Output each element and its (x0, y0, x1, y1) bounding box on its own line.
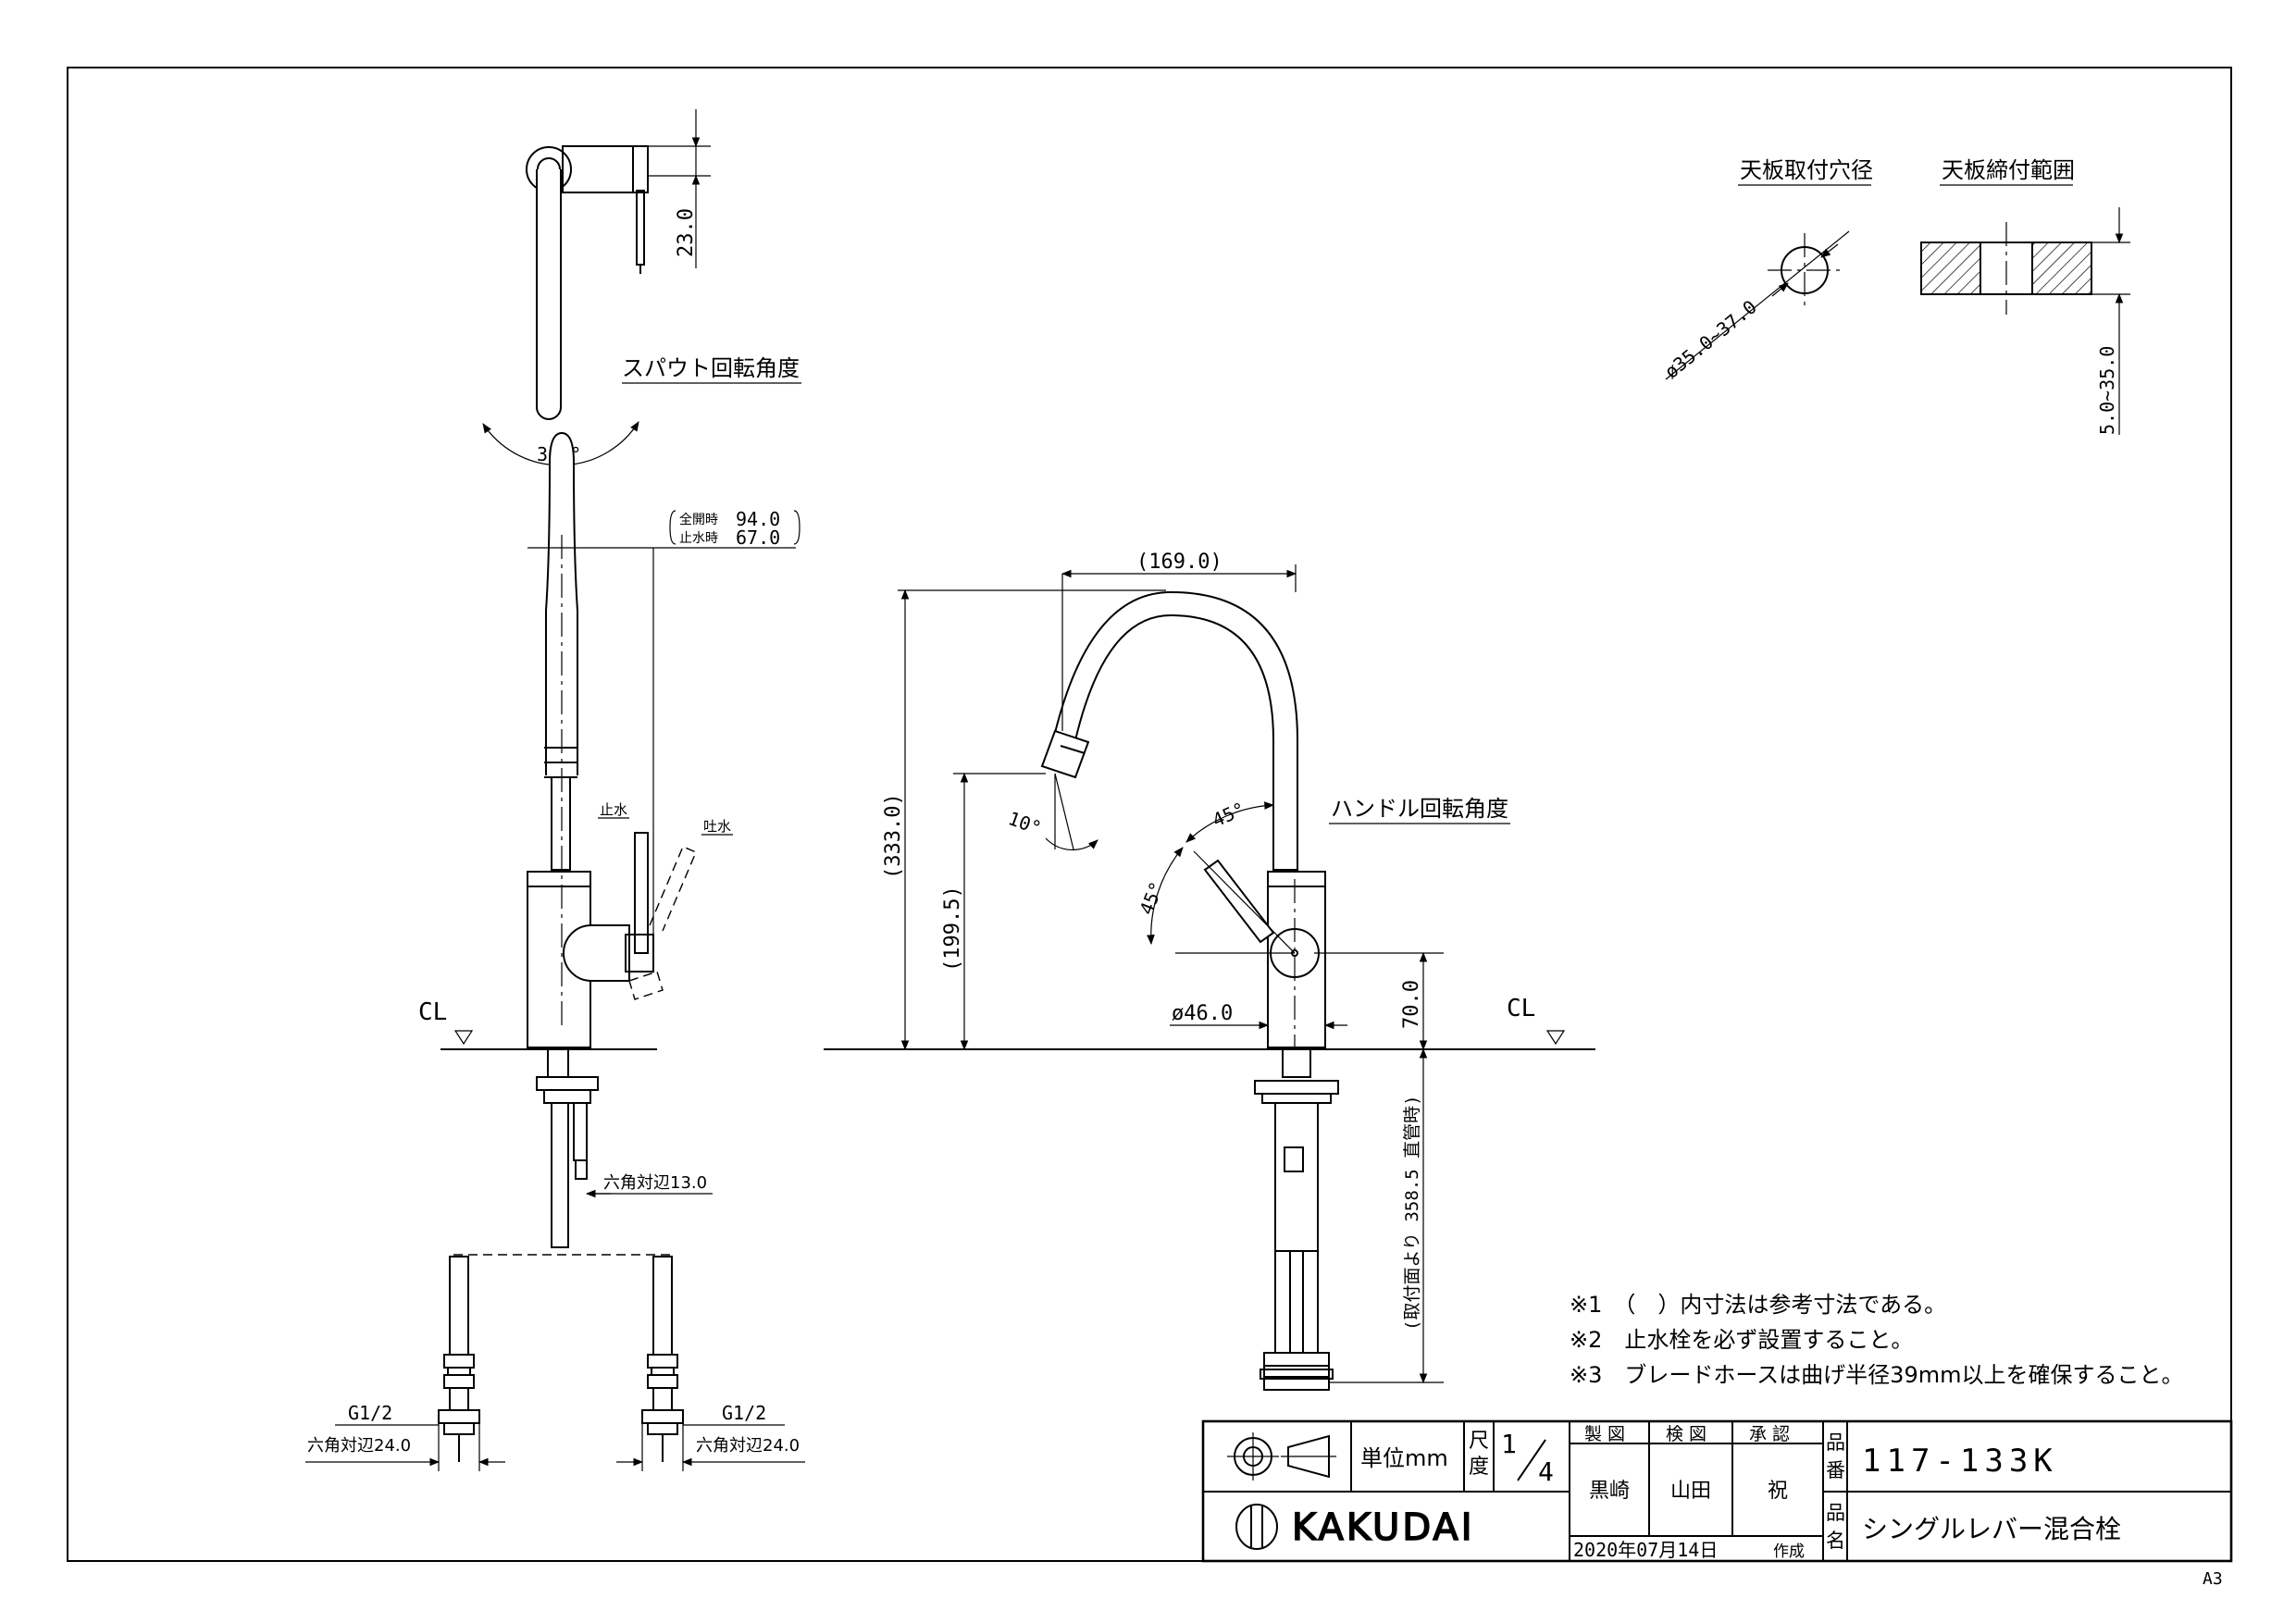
drawn-label: 製 図 (1584, 1424, 1625, 1444)
part-no-label-2: 番 (1826, 1459, 1845, 1481)
cl-right: CL (1507, 995, 1535, 1022)
angle-45a: 45° (1135, 878, 1168, 917)
hex-right: 六角対辺24.0 (696, 1436, 800, 1456)
part-no: 117-133K (1862, 1443, 2058, 1480)
note-2: ※2 止水栓を必ず設置すること。 (1570, 1327, 1913, 1353)
scale-num: 1 (1501, 1429, 1517, 1459)
notes: ※1 （ ）内寸法は参考寸法である。 ※2 止水栓を必ず設置すること。 ※3 ブ… (1570, 1292, 2183, 1388)
sheet-size: A3 (2203, 1569, 2223, 1589)
scale-den: 4 (1538, 1456, 1554, 1487)
brand: KAKUDAI (1292, 1506, 1475, 1549)
range-label: 天板締付範囲 (1942, 157, 2075, 183)
approved-label: 承 認 (1749, 1424, 1790, 1444)
scale-label-2: 度 (1469, 1456, 1489, 1479)
discharge-label: 吐水 (703, 818, 731, 835)
spout-rotation-label: スパウト回転角度 (622, 355, 800, 381)
hex-left: 六角対辺24.0 (307, 1436, 411, 1456)
dim-70: 70.0 (1400, 980, 1423, 1029)
g-right: G1/2 (722, 1402, 766, 1424)
stop-label: 止水時 (679, 531, 718, 546)
checked-label: 検 図 (1666, 1424, 1706, 1444)
dim-199: (199.5) (941, 886, 964, 972)
stop-water-label: 止水 (600, 801, 627, 818)
stop-value: 67.0 (736, 527, 780, 549)
cl-left: CL (418, 998, 447, 1026)
drawn-name: 黒崎 (1589, 1480, 1630, 1503)
unit: 単位mm (1360, 1445, 1448, 1471)
mounting-details: 天板取付穴径 ø35.0~37.0 天板締付範囲 5.0~35.0 (1660, 157, 2130, 435)
hex-13: 六角対辺13.0 (603, 1173, 707, 1193)
part-name-label-1: 品 (1826, 1502, 1845, 1524)
part-name-label-2: 名 (1826, 1530, 1845, 1552)
top-view: 23.0 360° スパウト回転角度 (482, 109, 801, 466)
date: 2020年07月14日 (1573, 1539, 1718, 1561)
part-name: シングルレバー混合栓 (1862, 1514, 2121, 1544)
part-no-label-1: 品 (1826, 1431, 1845, 1454)
title-block: 単位mm 尺 度 1 4 製 図 検 図 承 認 黒崎 山田 祝 品 番 117… (1201, 1419, 2233, 1563)
scale-label-1: 尺 (1469, 1430, 1489, 1453)
hole-label: 天板取付穴径 (1740, 157, 1873, 183)
full-open-value: 94.0 (736, 508, 780, 530)
approved-name: 祝 (1768, 1480, 1788, 1503)
full-open-label: 全開時 (679, 512, 718, 527)
handle-rotation-label: ハンドル回転角度 (1331, 796, 1508, 822)
range-value: 5.0~35.0 (2096, 346, 2118, 435)
dim-169: (169.0) (1136, 551, 1222, 574)
note-3: ※3 ブレードホースは曲げ半径39mm以上を確保すること。 (1570, 1362, 2183, 1388)
angle-10: 10° (1005, 807, 1044, 839)
hole-dia: ø35.0~37.0 (1660, 295, 1761, 382)
left-hose-fitting (438, 1354, 480, 1462)
dim-23: 23.0 (675, 208, 698, 257)
right-hose-fitting (641, 1354, 684, 1462)
kakudai-logo-icon (1235, 1504, 1278, 1550)
dia-46: ø46.0 (1172, 1002, 1233, 1025)
checked-name: 山田 (1670, 1480, 1711, 1503)
side-view: 止水 吐水 全開時 94.0 止水時 67.0 CL 六角対辺13.0 (305, 431, 805, 1471)
drawing-frame (67, 67, 2232, 1562)
angle-45b: 45° (1209, 798, 1248, 832)
made: 作成 (1773, 1542, 1805, 1561)
note-1: ※1 （ ）内寸法は参考寸法である。 (1570, 1292, 1946, 1318)
g-left: G1/2 (348, 1402, 392, 1424)
dim-358: (取付面より 358.5 直管時) (1402, 1095, 1422, 1331)
front-view: (169.0) (333.0) (199.5) 10° 45° 45° ハンドル… (824, 551, 1595, 1391)
dim-333: (333.0) (882, 793, 905, 879)
projection-symbol-icon (1227, 1432, 1336, 1481)
